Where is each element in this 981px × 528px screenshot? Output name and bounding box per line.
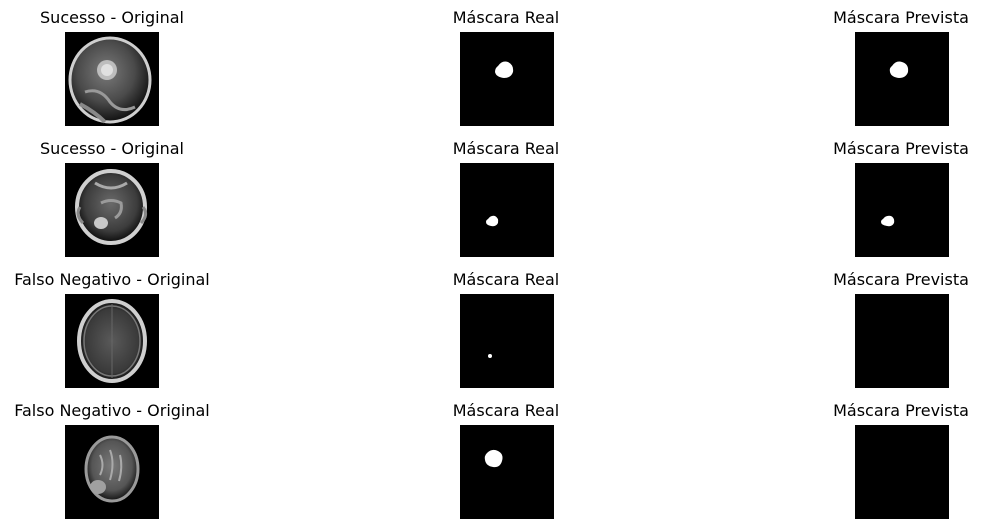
real-mask-title: Máscara Real xyxy=(452,8,560,27)
predicted-mask-image xyxy=(855,425,949,519)
real-mask-image xyxy=(460,163,554,257)
predicted-mask-image xyxy=(855,32,949,126)
real-mask-title: Máscara Real xyxy=(452,139,560,158)
predicted-mask-image xyxy=(855,294,949,388)
mri-original-image xyxy=(65,425,159,519)
mri-original-image xyxy=(65,163,159,257)
real-mask-title: Máscara Real xyxy=(452,270,560,289)
predicted-mask-title: Máscara Prevista xyxy=(833,8,969,27)
real-mask-image xyxy=(460,425,554,519)
original-title: Falso Negativo - Original xyxy=(14,270,210,289)
real-mask-image xyxy=(460,294,554,388)
predicted-mask-title: Máscara Prevista xyxy=(833,401,969,420)
predicted-mask-title: Máscara Prevista xyxy=(833,270,969,289)
mri-original-image xyxy=(65,32,159,126)
original-title: Sucesso - Original xyxy=(40,8,184,27)
original-title: Sucesso - Original xyxy=(40,139,184,158)
real-mask-image xyxy=(460,32,554,126)
predicted-mask-image xyxy=(855,163,949,257)
original-title: Falso Negativo - Original xyxy=(14,401,210,420)
real-mask-title: Máscara Real xyxy=(452,401,560,420)
predicted-mask-title: Máscara Prevista xyxy=(833,139,969,158)
mri-original-image xyxy=(65,294,159,388)
